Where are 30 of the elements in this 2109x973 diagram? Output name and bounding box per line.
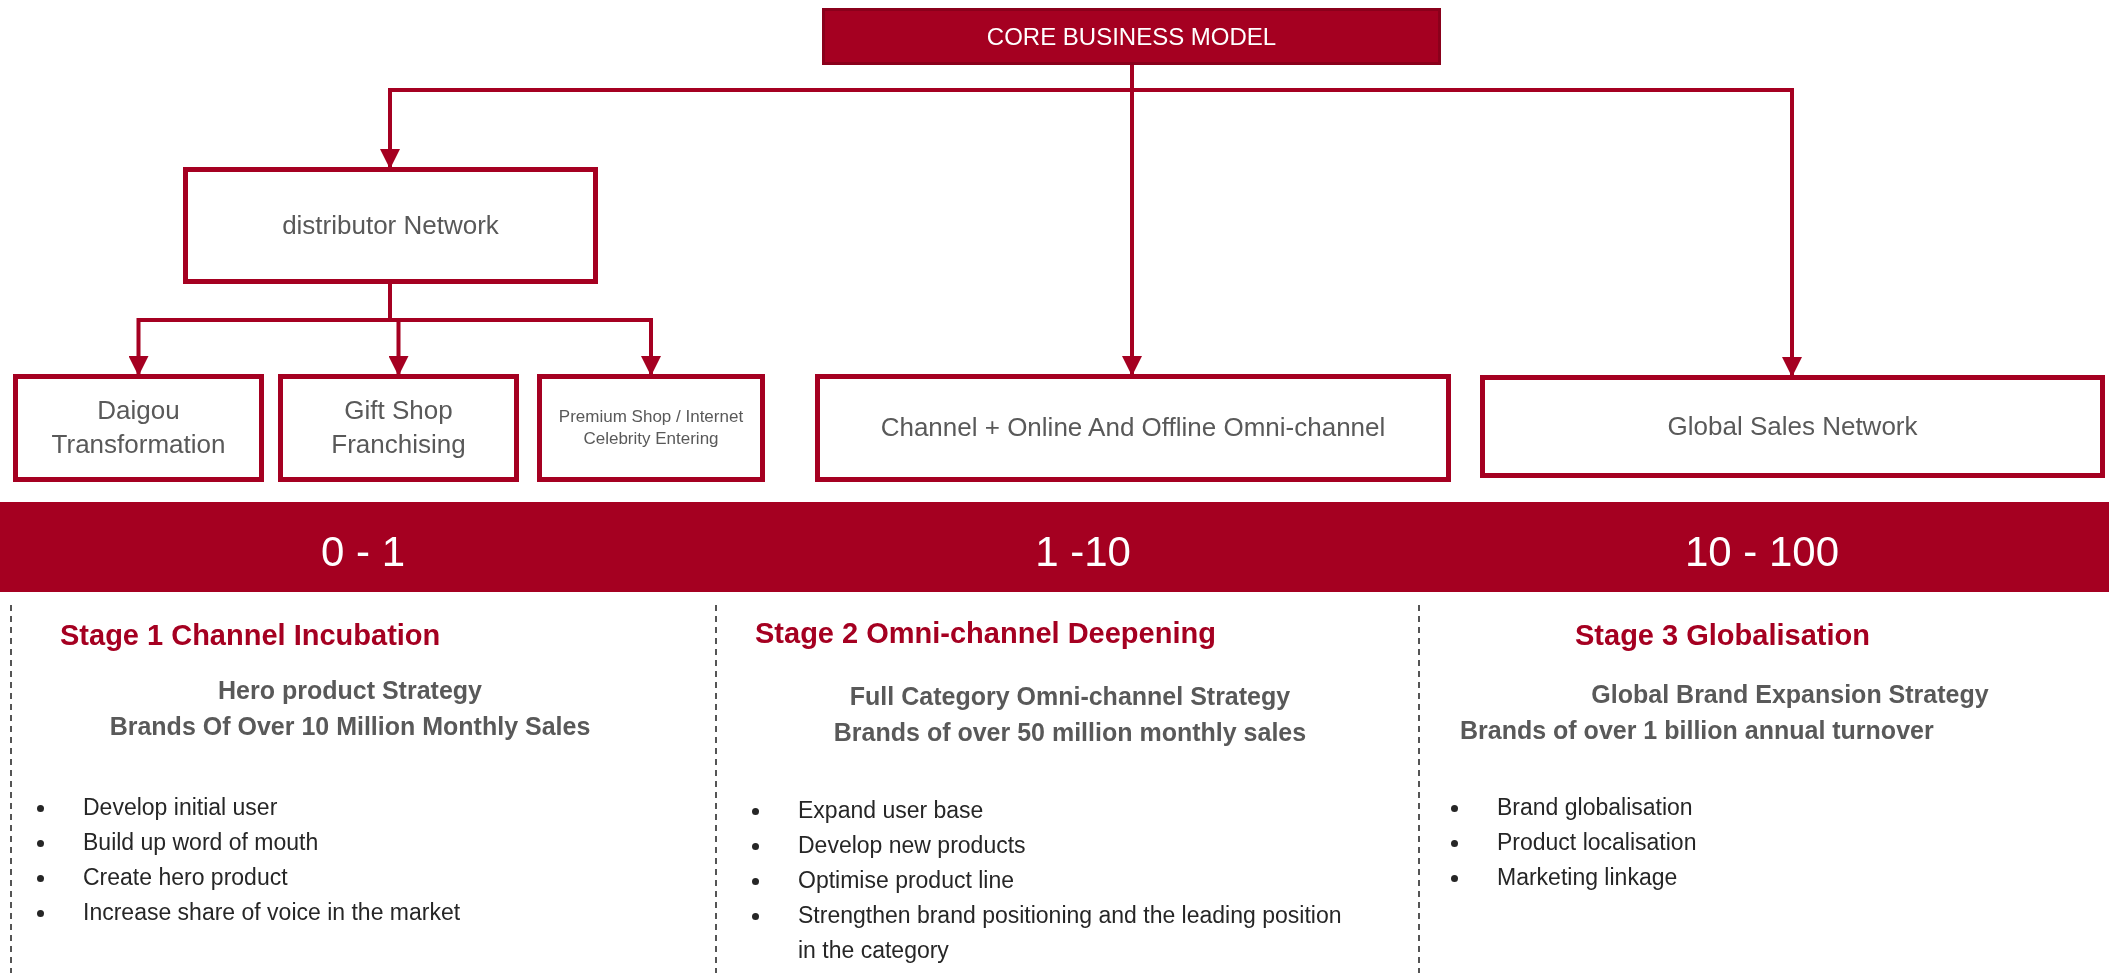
stage-text: Stage 1 Channel Incubation: [60, 618, 441, 653]
bullet-text: Product localisation: [1497, 828, 1697, 857]
bullet-text: Marketing linkage: [1497, 863, 1678, 892]
bullet-text: Develop initial user: [83, 793, 278, 822]
category-box: Daigou Transformation: [13, 374, 264, 482]
stage-range: 1 -10: [1035, 527, 1131, 577]
stage-text: Stage 3 Globalisation: [1575, 618, 1870, 653]
bullet-text: Expand user base: [798, 796, 984, 825]
category-box: Channel + Online And Offline Omni-channel: [815, 374, 1451, 482]
stage-range: 10 - 100: [1684, 527, 1840, 577]
stage-text: Hero product Strategy: [218, 675, 482, 706]
stage-text: Full Category Omni-channel Strategy: [849, 681, 1291, 712]
stage-text: Global Brand Expansion Strategy: [1591, 679, 1989, 710]
bullet-text: Optimise product line: [798, 866, 1015, 895]
category-box: Premium Shop / Internet Celebrity Entering: [537, 374, 765, 482]
category-box: Gift Shop Franchising: [278, 374, 519, 482]
bullet-text: Create hero product: [83, 863, 288, 892]
bullet-text: Build up word of mouth: [83, 828, 319, 857]
stage-range: 0 - 1: [320, 527, 405, 577]
stage-text: Brands of over 50 million monthly sales: [833, 717, 1307, 748]
stage-text: Stage 2 Omni-channel Deepening: [755, 616, 1216, 651]
stage-text: Brands of over 1 billion annual turnover: [1460, 715, 1934, 746]
bullet-text: Develop new products: [798, 831, 1026, 860]
category-box: Global Sales Network: [1480, 375, 2105, 478]
bullet-text: Increase share of voice in the market: [83, 898, 461, 927]
stage-text: Brands Of Over 10 Million Monthly Sales: [109, 711, 591, 742]
category-box: distributor Network: [183, 167, 598, 284]
bullet-text: Brand globalisation: [1497, 793, 1693, 822]
bullet-text: Strengthen brand positioning and the leading position in the category: [798, 901, 1343, 965]
title-box: CORE BUSINESS MODEL: [822, 8, 1441, 65]
